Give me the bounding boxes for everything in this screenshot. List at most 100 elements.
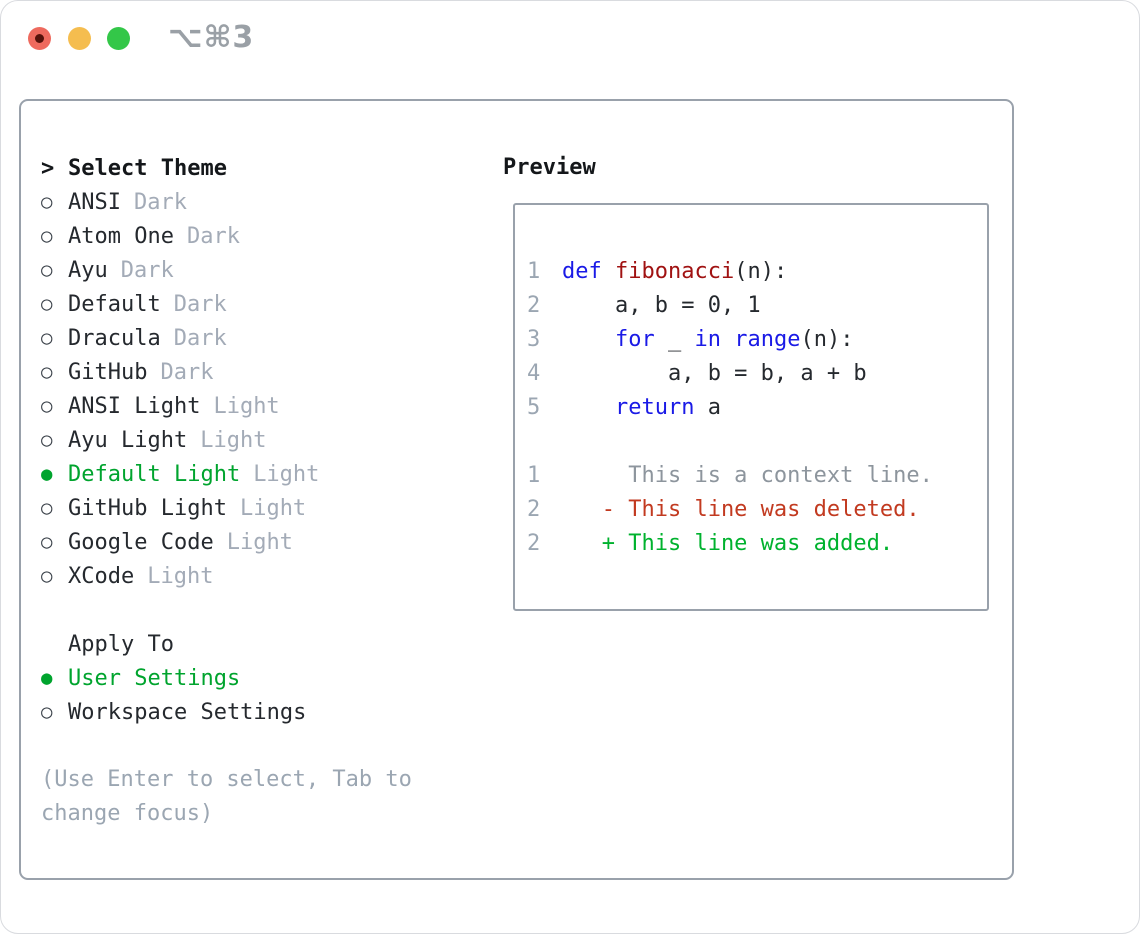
preview-header: Preview — [503, 155, 596, 180]
line-number: 2 — [527, 531, 541, 556]
radio-icon: ○ — [41, 191, 53, 213]
titlebar: ⌥⌘3 — [1, 1, 1139, 76]
theme-name: Dracula — [68, 325, 161, 351]
radio-icon: ○ — [41, 259, 53, 281]
theme-name: Default Light — [68, 461, 241, 487]
theme-option-default[interactable]: ○ Default Dark — [41, 287, 412, 321]
theme-option-github[interactable]: ○ GitHub Dark — [41, 355, 412, 389]
theme-name: ANSI — [68, 189, 121, 215]
hint-text-line2: change focus) — [41, 801, 214, 826]
code-token: _ — [654, 327, 695, 352]
select-theme-header: > Select Theme — [41, 151, 412, 185]
radio-icon: ○ — [41, 565, 53, 587]
radio-icon: ○ — [41, 395, 53, 417]
line-number: 5 — [527, 395, 541, 420]
code-token: for — [614, 327, 655, 352]
code-token: a, b = 0, 1 — [562, 293, 761, 318]
apply-option-workspace-settings[interactable]: ○ Workspace Settings — [41, 695, 412, 729]
code-line: 2 a, b = 0, 1 — [527, 289, 987, 323]
theme-variant-label: Dark — [186, 223, 240, 249]
theme-option-ayu[interactable]: ○ Ayu Dark — [41, 253, 412, 287]
section-title: Apply To — [68, 631, 174, 657]
code-token: + This line was added. — [562, 531, 894, 556]
code-token: range — [734, 327, 801, 352]
code-token — [721, 327, 734, 352]
theme-option-default-light[interactable]: ● Default Light Light — [41, 457, 412, 491]
cursor-icon: > — [41, 155, 55, 181]
apply-option-label: User Settings — [68, 665, 241, 691]
apply-option-user-settings[interactable]: ● User Settings — [41, 661, 412, 695]
line-number: 3 — [527, 327, 541, 352]
close-button[interactable] — [28, 27, 51, 50]
close-dot-icon — [35, 34, 44, 43]
radio-icon: ○ — [41, 701, 53, 723]
radio-icon: ○ — [41, 225, 53, 247]
zoom-button[interactable] — [107, 27, 130, 50]
code-line: 3 for _ in range(n): — [527, 323, 987, 357]
theme-option-ansi[interactable]: ○ ANSI Dark — [41, 185, 412, 219]
code-line: 1 def fibonacci(n): — [527, 255, 987, 289]
theme-variant-label: Dark — [173, 291, 227, 317]
theme-variant-label: Dark — [160, 359, 214, 385]
apply-to-header: Apply To — [41, 627, 412, 661]
theme-variant-label: Light — [213, 393, 280, 419]
section-title: Select Theme — [68, 155, 227, 181]
code-token: fibonacci — [615, 259, 735, 284]
code-token: return — [614, 395, 695, 420]
window-title: ⌥⌘3 — [168, 20, 255, 55]
code-line — [527, 425, 987, 459]
code-token — [602, 259, 615, 284]
spacer — [41, 593, 412, 627]
theme-variant-label: Light — [239, 495, 307, 521]
theme-name: Ayu Light — [68, 427, 188, 453]
theme-option-ansi-light[interactable]: ○ ANSI Light Light — [41, 389, 412, 423]
line-number: 1 — [527, 463, 541, 488]
theme-variant-label: Light — [226, 529, 293, 555]
theme-name: Google Code — [68, 529, 214, 555]
code-token: - This line was deleted. — [562, 497, 920, 522]
code-line: 5 return a — [527, 391, 987, 425]
radio-selected-icon: ● — [41, 463, 53, 485]
radio-selected-icon: ● — [41, 667, 53, 689]
code-token: a, b = b, a + b — [562, 361, 867, 386]
code-line: 1 This is a context line. — [527, 459, 987, 493]
code-token — [562, 327, 615, 352]
theme-option-ayu-light[interactable]: ○ Ayu Light Light — [41, 423, 412, 457]
code-line: 4 a, b = b, a + b — [527, 357, 987, 391]
theme-variant-label: Light — [253, 461, 320, 487]
radio-icon: ○ — [41, 361, 53, 383]
theme-variant-label: Dark — [120, 257, 174, 283]
minimize-button[interactable] — [68, 27, 91, 50]
line-number: 4 — [527, 361, 541, 386]
theme-variant-label: Light — [200, 427, 267, 453]
radio-icon: ○ — [41, 429, 53, 451]
theme-name: Default — [68, 291, 161, 317]
line-number: 2 — [527, 293, 541, 318]
code-line: 2 - This line was deleted. — [527, 493, 987, 527]
radio-icon: ○ — [41, 293, 53, 315]
code-line: 2 + This line was added. — [527, 527, 987, 561]
theme-variant-label: Dark — [133, 189, 187, 215]
theme-name: GitHub — [68, 359, 148, 385]
theme-name: Ayu — [68, 257, 108, 283]
theme-variant-label: Light — [147, 563, 214, 589]
code-token: in — [694, 327, 721, 352]
code-token: a — [694, 395, 721, 420]
code-token: def — [562, 259, 602, 284]
line-number: 1 — [527, 259, 541, 284]
spacer — [41, 729, 412, 763]
theme-name: ANSI Light — [68, 393, 201, 419]
theme-name: GitHub Light — [68, 495, 227, 521]
apply-option-label: Workspace Settings — [68, 699, 307, 725]
code-token: (n): — [734, 259, 788, 284]
hint-text-line1: (Use Enter to select, Tab to — [41, 767, 412, 792]
